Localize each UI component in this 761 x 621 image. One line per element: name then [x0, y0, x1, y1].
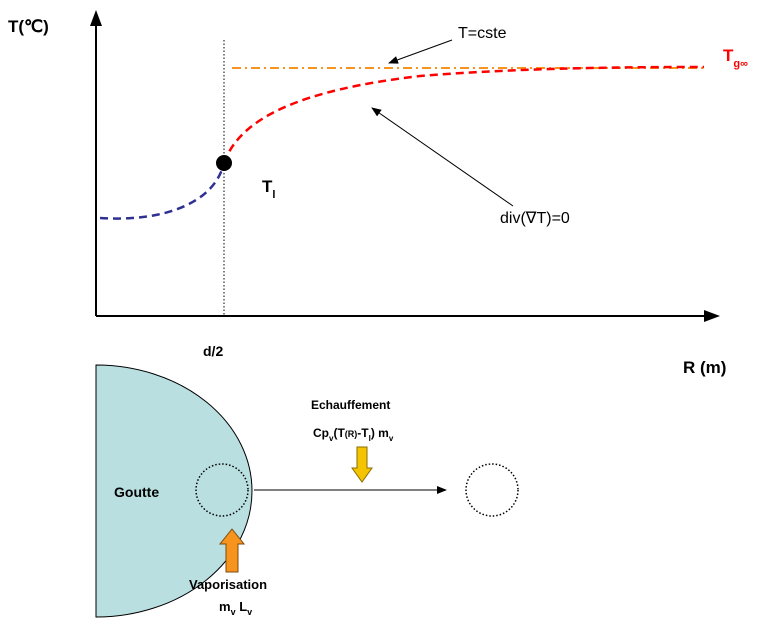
vapor-parcel-far	[465, 463, 519, 517]
liquid-temperature-curve	[99, 162, 226, 220]
far-field-temperature-label: Tg∞	[723, 46, 748, 70]
x-axis-label: R (m)	[683, 358, 726, 377]
gas-temperature-curve	[222, 65, 705, 164]
heating-title: Echauffement	[311, 398, 390, 412]
y-axis-label: T(℃)	[8, 17, 49, 36]
vaporisation-arrow	[218, 528, 246, 573]
constant-label-pointer	[388, 39, 453, 64]
heating-arrow	[351, 446, 373, 483]
constant-temperature-label: T=cste	[458, 25, 507, 42]
droplet-shape	[95, 364, 253, 618]
y-axis-arrowhead	[90, 10, 102, 26]
vapor-parcel-at-surface	[195, 463, 249, 517]
vaporisation-formula: mv Lv	[219, 599, 252, 617]
vaporisation-label: Vaporisation	[189, 577, 267, 592]
divergence-label-pointer	[371, 107, 514, 207]
interface-temperature-label: Tl	[262, 177, 275, 201]
interface-point	[216, 155, 232, 171]
x-axis-arrowhead	[704, 310, 720, 322]
heating-formula: Cpv(T(R)-Tl) mv	[313, 426, 394, 443]
divergence-label: div(∇T)=0	[500, 210, 570, 227]
droplet-schematic: Goutte Echauffement Cpv(T(R)-Tl) mv Vapo…	[95, 364, 519, 618]
x-tick-label: d/2	[203, 343, 223, 359]
droplet-label: Goutte	[114, 484, 159, 500]
temperature-graph: T(℃) R (m) d/2 Tl Tg∞ T=cste div(∇T)=0	[8, 10, 748, 377]
